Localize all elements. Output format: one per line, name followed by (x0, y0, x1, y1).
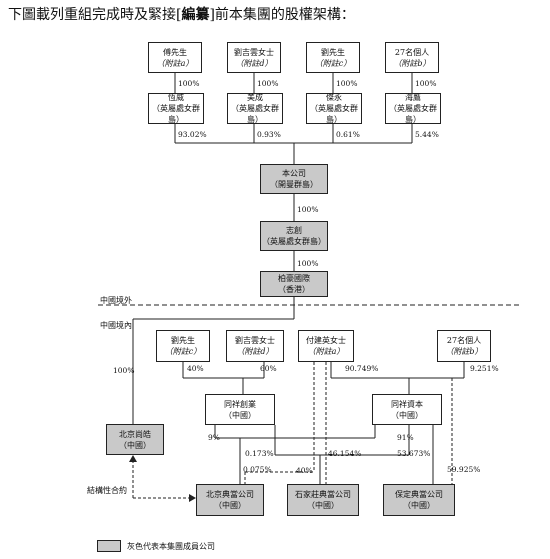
pct-liu: 100% (336, 79, 358, 88)
onshore-holder-27: 27名個人（附註b） (437, 330, 491, 362)
entity-baoding-diandang: 保定典當公司（中國） (383, 484, 455, 516)
onshore-holder-fu-jianying: 付建英女士（附註a） (298, 330, 354, 362)
pct-9: 9% (208, 433, 220, 442)
entity-hengwei: 恆威（英屬處女群島） (148, 93, 204, 124)
pct-hengwei: 93.02% (178, 130, 207, 139)
entity-zhichuang: 志創（英屬處女群島） (260, 221, 328, 251)
pct-fu-zb: 90.749% (345, 364, 379, 373)
entity-company: 本公司（開曼群島） (260, 164, 328, 194)
entity-tongxiang-chuangye: 同祥創業（中國） (205, 394, 275, 425)
pct-91: 91% (397, 433, 414, 442)
entity-shijiazhuang-diandang: 石家莊典當公司（中國） (287, 484, 359, 516)
pct-0173: 0.173% (245, 449, 274, 458)
pct-zhichuang: 100% (297, 259, 319, 268)
legend-swatch (97, 540, 121, 552)
holder-fu: 傅先生（附註a） (148, 42, 202, 73)
pct-53673: 53.673% (397, 449, 431, 458)
entity-baihao: 柏豪國際（香港） (260, 271, 328, 297)
pct-40: 40% (296, 466, 313, 475)
holder-liu: 劉先生（附註c） (306, 42, 360, 73)
label-onshore: 中國境內 (100, 321, 132, 330)
pct-liu-cy: 40% (187, 364, 204, 373)
pct-0075: 0.075% (243, 465, 272, 474)
onshore-holder-liu-jiyun: 劉吉雲女士（附註d） (226, 330, 284, 362)
pct-haiying: 5.44% (415, 130, 439, 139)
pct-company: 100% (297, 205, 319, 214)
label-offshore: 中國境外 (100, 296, 132, 305)
pct-jieyong: 0.61% (336, 130, 360, 139)
pct-fu: 100% (178, 79, 200, 88)
page-title: 下圖載列重組完成時及緊接[編纂]前本集團的股權架構： (8, 7, 355, 23)
entity-beijing-diandang: 北京典當公司（中國） (196, 484, 264, 516)
pct-59925: 59.925% (447, 465, 481, 474)
pct-27: 100% (415, 79, 437, 88)
entity-beijing-shanghao: 北京尚皓（中國） (106, 424, 164, 455)
entity-haiying: 海鷹（英屬處女群島） (385, 93, 441, 124)
pct-liujy-cy: 60% (260, 364, 277, 373)
entity-tongxiang-ziben: 同祥資本（中國） (372, 394, 442, 425)
pct-46154: 46.154% (328, 449, 362, 458)
pct-baihao-shanghao: 100% (113, 366, 135, 375)
pct-27-zb: 9.251% (470, 364, 499, 373)
entity-meicheng: 美成（英屬處女群島） (227, 93, 283, 124)
legend-text: 灰色代表本集團成員公司 (127, 542, 215, 551)
label-structural-contract: 結構性合約 (87, 486, 127, 495)
holder-liu-jiyun: 劉吉雲女士（附註d） (227, 42, 281, 73)
holder-27-individuals: 27名個人（附註b） (385, 42, 439, 73)
onshore-holder-liu: 劉先生（附註c） (156, 330, 210, 362)
entity-jieyong: 傑永（英屬處女群島） (306, 93, 362, 124)
pct-liu-jiyun: 100% (257, 79, 279, 88)
pct-meicheng: 0.93% (257, 130, 281, 139)
